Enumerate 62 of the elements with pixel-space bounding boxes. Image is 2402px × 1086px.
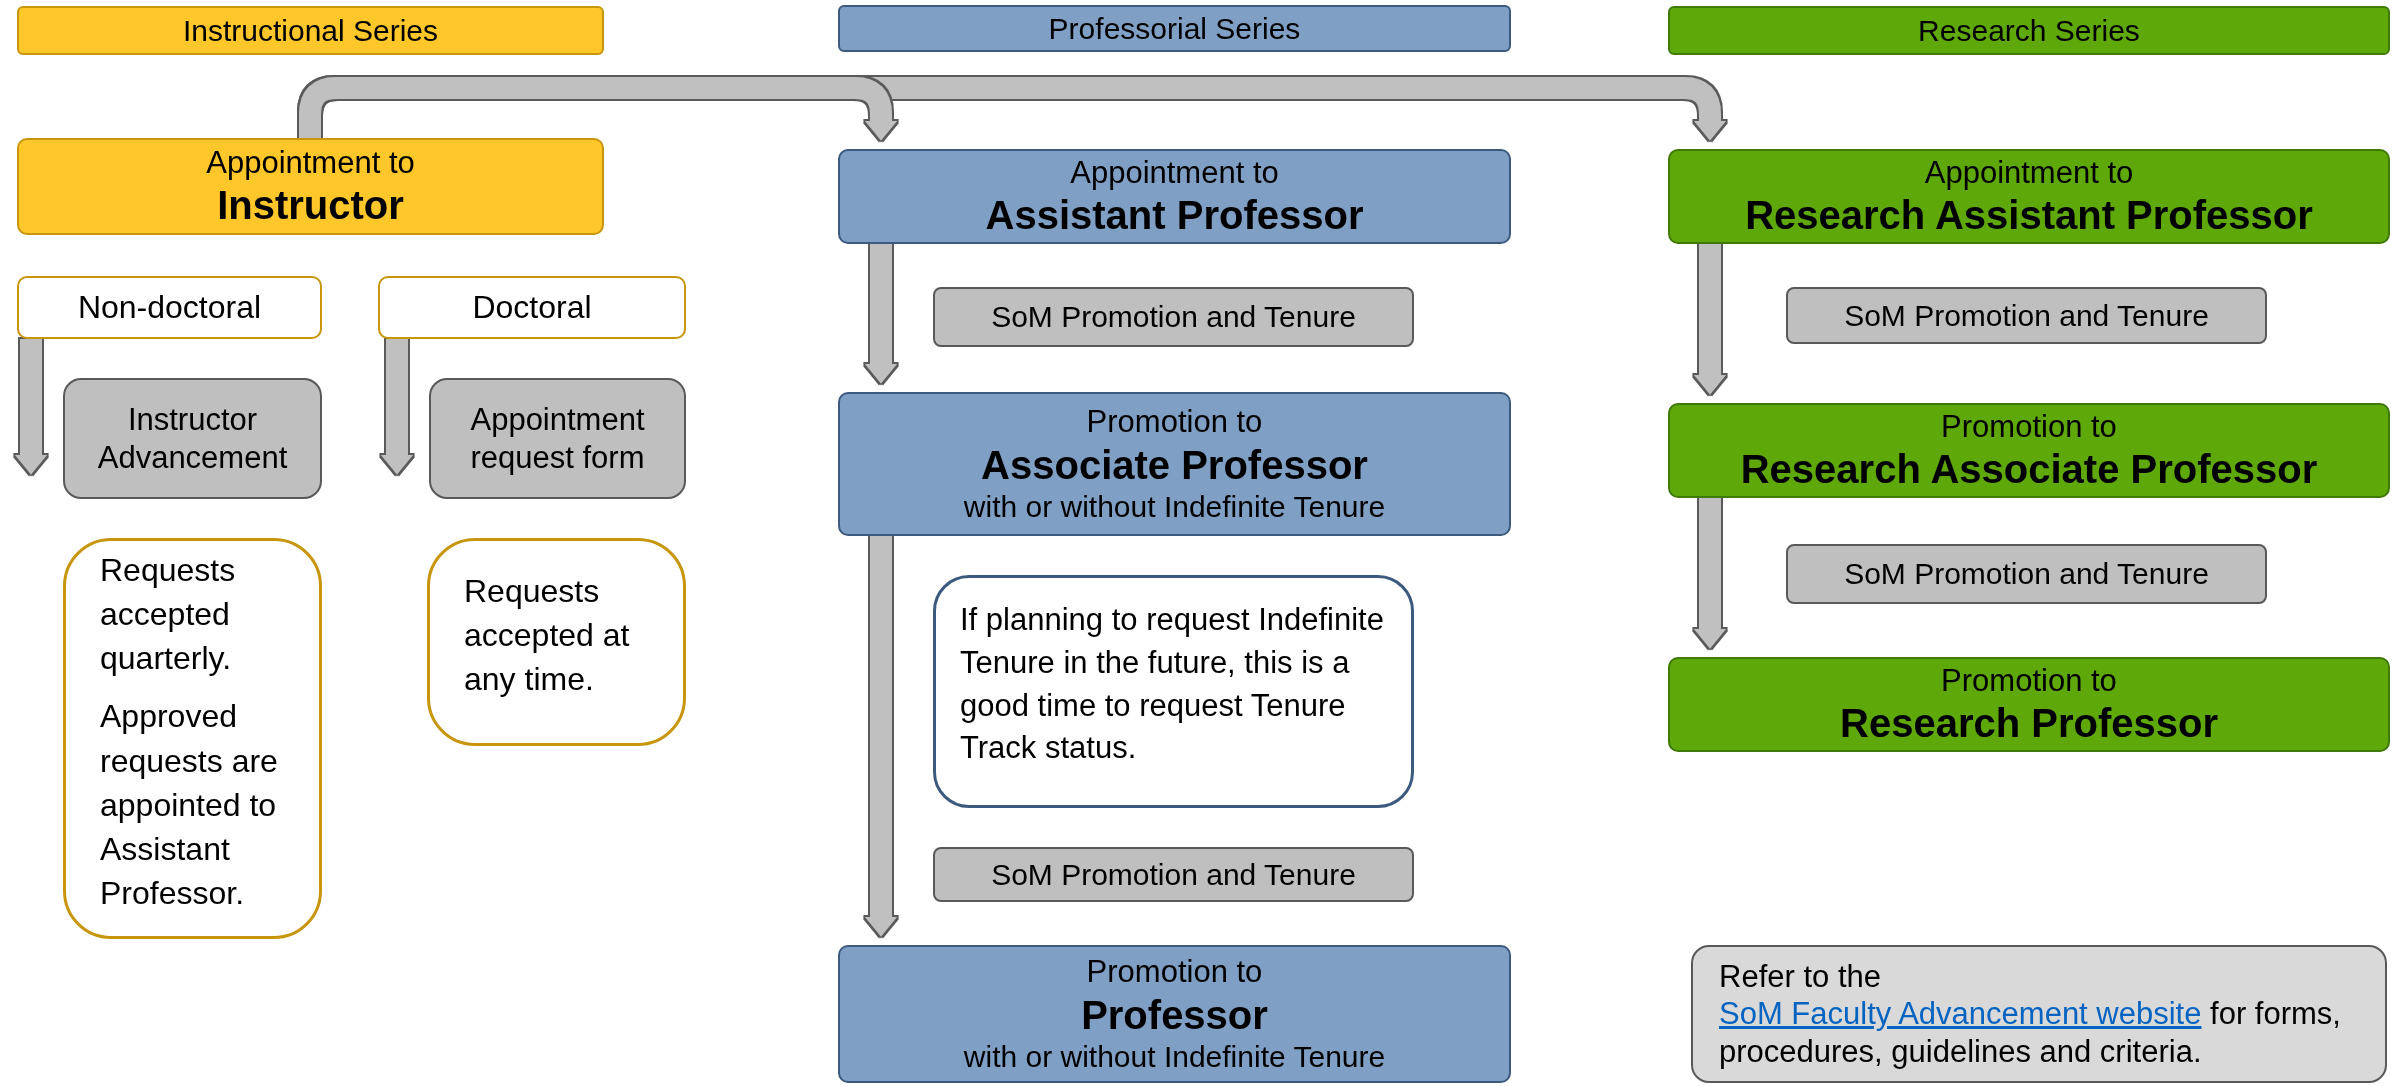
rank-title: Research Associate Professor [1740,446,2318,494]
block-arrow [15,339,47,475]
option-box [17,276,322,339]
box-label: Non-doctoral [77,288,262,327]
process-box [1786,544,2267,604]
title-box [838,392,1511,536]
rank-title: Professor [1081,991,1268,1039]
link: SoM Faculty Advancement website [1719,996,2202,1032]
process-box [933,287,1414,347]
process-box [1786,287,2267,344]
block-arrow [381,339,413,475]
block-arrow [865,536,897,937]
note-box [1691,945,2387,1083]
title-box [1668,149,2390,244]
block-arrow [1694,244,1726,395]
note-box [63,538,322,939]
title-box [838,945,1511,1083]
box-label: SoM Promotion and Tenure [991,856,1356,893]
title-box [838,149,1511,244]
box-label: Appointment request form [469,401,646,476]
note-text: Approved requests are appointed to Assistant Professor. [100,697,279,913]
rank-title: Associate Professor [981,441,1368,489]
box-label: Instructor Advancement [96,401,289,476]
note-box [933,575,1414,808]
rank-subtext: Promotion to [1941,407,2117,446]
process-box [63,378,322,499]
title-box [17,138,604,235]
rank-subtext: Promotion to [1941,661,2117,700]
note-text: Requests accepted quarterly. [100,550,237,679]
block-arrow [1694,498,1726,649]
note-text: If planning to request Indefinite Tenure in the future, this is a good time to request Tenure Track status. [960,600,1385,768]
note-text: Refer to the SoM Faculty Advancement website for forms, procedures, guidelines and criteria. [1719,958,2342,1070]
series-label: Professorial Series [1048,10,1301,47]
rank-subtext: Promotion to [1086,403,1263,441]
note-box [427,538,686,746]
box-label: SoM Promotion and Tenure [1844,556,2209,592]
block-arrow [299,77,897,141]
rank-subtext: Promotion to [1086,953,1263,991]
rank-subtext: Appointment to [1070,153,1279,192]
rank-subtext: Appointment to [1924,153,2134,192]
series-label: Research Series [1918,12,2140,49]
series-header [838,5,1511,52]
block-arrow [865,244,897,384]
rank-title: Instructor [217,182,404,230]
rank-subtext: with or without Indefinite Tenure [963,488,1386,525]
title-box [1668,657,2390,752]
box-label: SoM Promotion and Tenure [991,299,1356,335]
series-label: Instructional Series [182,12,439,49]
box-label: SoM Promotion and Tenure [1844,297,2209,334]
process-box [429,378,686,499]
series-header [17,6,604,55]
rank-title: Research Professor [1840,700,2218,748]
title-box [1668,403,2390,498]
rank-title: Research Assistant Professor [1745,192,2313,240]
box-label: Doctoral [472,288,592,327]
process-box [933,847,1414,902]
option-box [378,276,686,339]
rank-subtext: with or without Indefinite Tenure [963,1038,1386,1075]
rank-subtext: Appointment to [206,143,415,182]
note-text: Requests accepted at any time. [464,571,631,700]
rank-title: Assistant Professor [985,192,1364,240]
series-header [1668,6,2390,55]
